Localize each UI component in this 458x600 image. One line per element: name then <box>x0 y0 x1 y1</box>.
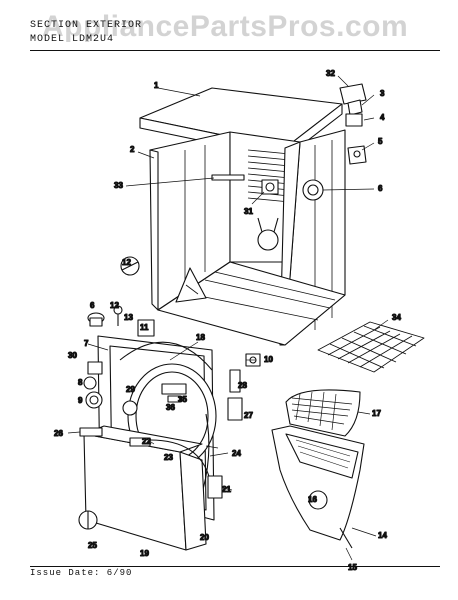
callout-1: 1 <box>154 81 159 90</box>
lint-housing <box>271 425 365 549</box>
callout-11: 11 <box>140 323 149 332</box>
door-handle <box>79 427 103 437</box>
callout-34: 34 <box>392 313 401 322</box>
callout-2: 2 <box>130 145 135 154</box>
callout-13: 13 <box>124 313 133 322</box>
callout-24: 24 <box>232 449 241 458</box>
callout-21: 21 <box>222 485 231 494</box>
callout-35: 35 <box>178 395 187 404</box>
footer-rule <box>30 566 440 567</box>
callout-14: 14 <box>378 531 387 540</box>
callout-31: 31 <box>244 207 253 216</box>
callout-22: 22 <box>142 437 151 446</box>
callout-8: 8 <box>78 378 83 387</box>
callout-28: 28 <box>238 381 247 390</box>
callout-15: 15 <box>348 563 357 572</box>
callout-10: 10 <box>264 355 273 364</box>
callout-32: 32 <box>326 69 335 78</box>
header-rule <box>30 50 440 51</box>
door <box>83 425 211 551</box>
callout-27: 27 <box>244 411 253 420</box>
callout-12: 12 <box>122 258 131 267</box>
callout-23: 23 <box>164 453 173 462</box>
callout-3: 3 <box>380 89 385 98</box>
callout-18: 18 <box>196 333 205 342</box>
callout-33: 33 <box>114 181 123 190</box>
callout-19: 19 <box>140 549 149 558</box>
drying-rack <box>317 321 425 373</box>
blower-wheel <box>302 179 324 201</box>
callout-6: 6 <box>378 184 383 193</box>
callout-26: 26 <box>54 429 63 438</box>
callout-labels: 1 2 3 4 5 6 6 7 8 9 10 11 12 12 13 14 15… <box>53 68 402 572</box>
callout-25: 25 <box>88 541 97 550</box>
model-label: MODEL LDM2U4 <box>30 34 115 45</box>
issue-date: Issue Date: 6/90 <box>30 568 133 578</box>
callout-16: 16 <box>308 495 317 504</box>
callout-4: 4 <box>380 113 385 122</box>
callout-17: 17 <box>372 409 381 418</box>
section-label: SECTION EXTERIOR <box>30 20 143 31</box>
cabinet <box>149 129 346 346</box>
callout-29: 29 <box>126 385 135 394</box>
watermark: AppliancePartsPros.com <box>42 10 409 43</box>
callout-9: 9 <box>78 396 83 405</box>
part-32-shape <box>339 83 367 105</box>
callout-5: 5 <box>378 137 383 146</box>
callout-7: 7 <box>84 339 89 348</box>
callout-36: 36 <box>166 403 175 412</box>
lint-trap <box>285 389 361 437</box>
callout-6b: 6 <box>90 301 95 310</box>
callout-12b: 12 <box>110 301 119 310</box>
callout-20: 20 <box>200 533 209 542</box>
callout-30: 30 <box>68 351 77 360</box>
